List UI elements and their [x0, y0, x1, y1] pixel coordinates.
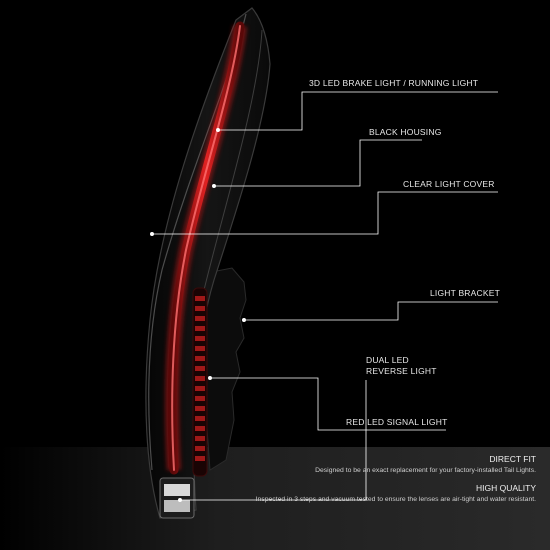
feature-direct-fit-desc: Designed to be an exact replacement for … [315, 467, 536, 474]
callout-reverse-line1: DUAL LED [366, 355, 409, 365]
callout-reverse-line2: REVERSE LIGHT [366, 366, 437, 376]
callout-signal-light: RED LED SIGNAL LIGHT [346, 417, 448, 427]
feature-direct-fit-title: DIRECT FIT [489, 454, 536, 464]
feature-quality-title: HIGH QUALITY [476, 483, 536, 493]
signal-light-leds [192, 287, 208, 477]
reverse-light [159, 477, 195, 519]
callout-black-housing: BLACK HOUSING [369, 127, 442, 137]
callout-clear-cover: CLEAR LIGHT COVER [403, 179, 495, 189]
feature-panel-background [0, 447, 550, 550]
feature-quality-desc: Inspected in 3 steps and vacuum tested t… [255, 496, 536, 503]
callout-brake-light: 3D LED BRAKE LIGHT / RUNNING LIGHT [309, 78, 479, 88]
light-bracket [195, 267, 247, 471]
callout-lines [149, 91, 498, 502]
callout-light-bracket: LIGHT BRACKET [430, 288, 500, 298]
